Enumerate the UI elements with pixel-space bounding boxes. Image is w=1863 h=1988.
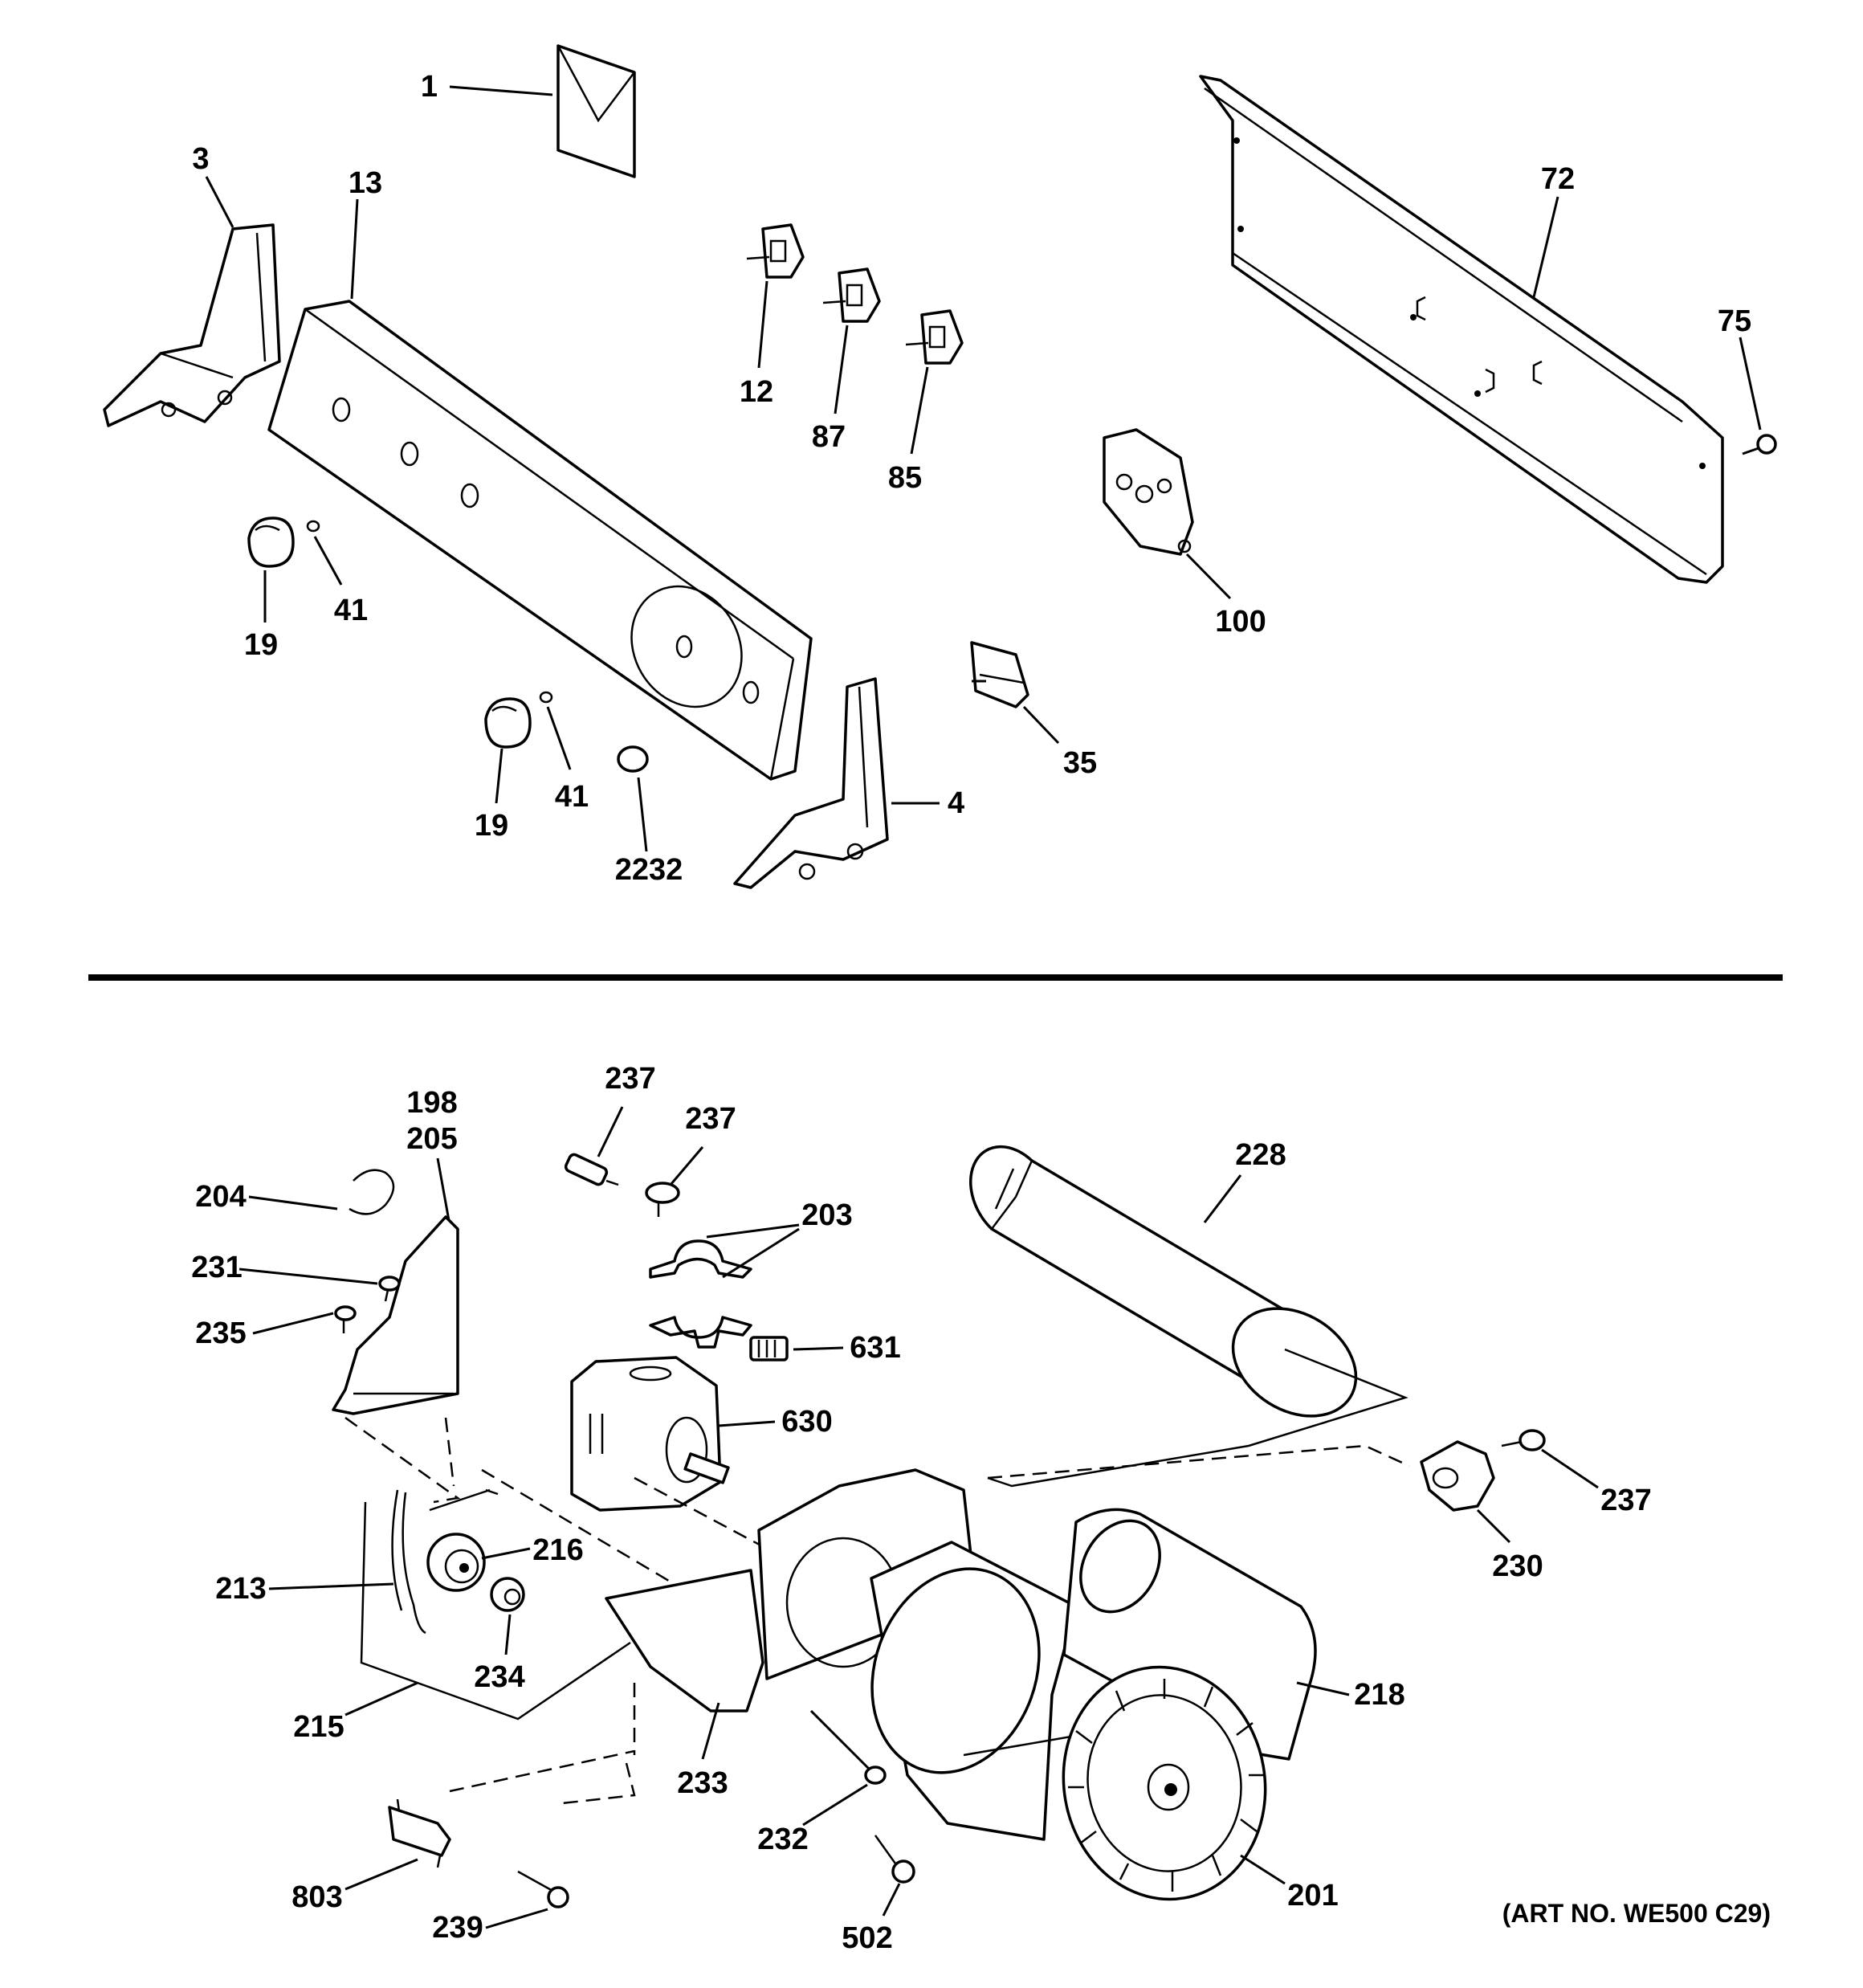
callout-630: 630 [781,1405,832,1439]
part-100-timer [1103,428,1194,556]
callout-85: 85 [888,461,922,495]
part-631-part [749,1336,789,1361]
callout-205: 205 [406,1122,457,1156]
part-85-switch [905,309,964,365]
part-13-control-panel [267,300,813,781]
part-87-switch [822,267,881,323]
callout-235: 235 [195,1316,246,1350]
callout-2232: 2232 [615,853,683,887]
part-19-knob [247,516,295,568]
callout-216: 216 [532,1533,583,1567]
callout-231: 231 [191,1251,242,1284]
callout-204: 204 [195,1180,246,1214]
part-72-rear-panel [1199,75,1724,584]
callout-215: 215 [293,1710,344,1744]
callout-72: 72 [1541,162,1575,196]
part-41-washer [306,520,320,533]
callout-502: 502 [842,1921,892,1955]
callout-237-c: 237 [1600,1484,1651,1517]
callout-1: 1 [421,70,438,104]
part-213-idler-arm [360,1489,631,1721]
callout-232: 232 [757,1823,808,1856]
callout-233: 233 [677,1766,728,1800]
callout-100: 100 [1215,605,1266,639]
callout-87: 87 [812,420,846,454]
callout-201: 201 [1287,1879,1338,1912]
callout-213: 213 [215,1572,266,1606]
callout-239: 239 [432,1911,483,1945]
part-218-blower-housing [757,1468,1317,1841]
part-230-bracket [1420,1429,1546,1512]
part-231-screw [378,1276,401,1302]
callout-35: 35 [1063,746,1097,780]
callout-803: 803 [291,1880,342,1914]
callout-19-upper: 19 [244,628,278,662]
callout-237-a: 237 [605,1062,655,1096]
callout-230: 230 [1492,1549,1543,1583]
callout-13: 13 [349,166,382,200]
part-3-left-bracket [103,223,281,427]
callout-41-lower: 41 [555,780,589,814]
art-number: (ART NO. WE500 C29) [1502,1899,1771,1928]
callout-234: 234 [474,1660,524,1694]
part-1-envelope [556,44,636,178]
part-35-switch [970,641,1029,708]
callout-75: 75 [1718,304,1751,338]
part-502-screw [874,1835,915,1884]
part-233-base [605,1569,764,1712]
callout-218: 218 [1354,1678,1404,1712]
part-201-blower-wheel [1062,1665,1267,1901]
part-239-screw [517,1870,569,1908]
callout-41-upper: 41 [334,594,368,627]
part-41-washer-lower [539,691,553,704]
part-19-knob-lower [484,697,532,749]
part-237-screw [645,1182,680,1217]
part-204-clip [349,1169,395,1215]
callout-3: 3 [192,142,209,176]
part-228-duct [969,1145,1358,1418]
part-630-motor [570,1356,730,1512]
part-234-pulley-bearing [490,1577,525,1612]
part-803-switch [388,1798,451,1868]
part-232-pin [809,1709,887,1785]
callout-203: 203 [801,1198,852,1232]
part-205-bracket [332,1215,459,1415]
part-4-right-bracket [733,677,889,889]
callout-631: 631 [850,1331,900,1365]
callout-198: 198 [406,1086,457,1120]
part-12-switch [746,223,805,279]
callout-19-lower: 19 [475,809,508,843]
part-75-screw [1742,434,1777,455]
callout-228: 228 [1235,1138,1286,1172]
part-216-pulley [426,1488,499,1592]
part-2232-button [617,745,649,773]
callout-12: 12 [740,375,773,409]
part-235-screw [334,1305,357,1333]
callout-237-b: 237 [685,1102,736,1136]
part-203-bearing-bracket [649,1239,752,1349]
fan-blades [1068,1679,1265,1892]
part-237-screw-upper [564,1153,619,1186]
callout-4: 4 [948,786,964,820]
